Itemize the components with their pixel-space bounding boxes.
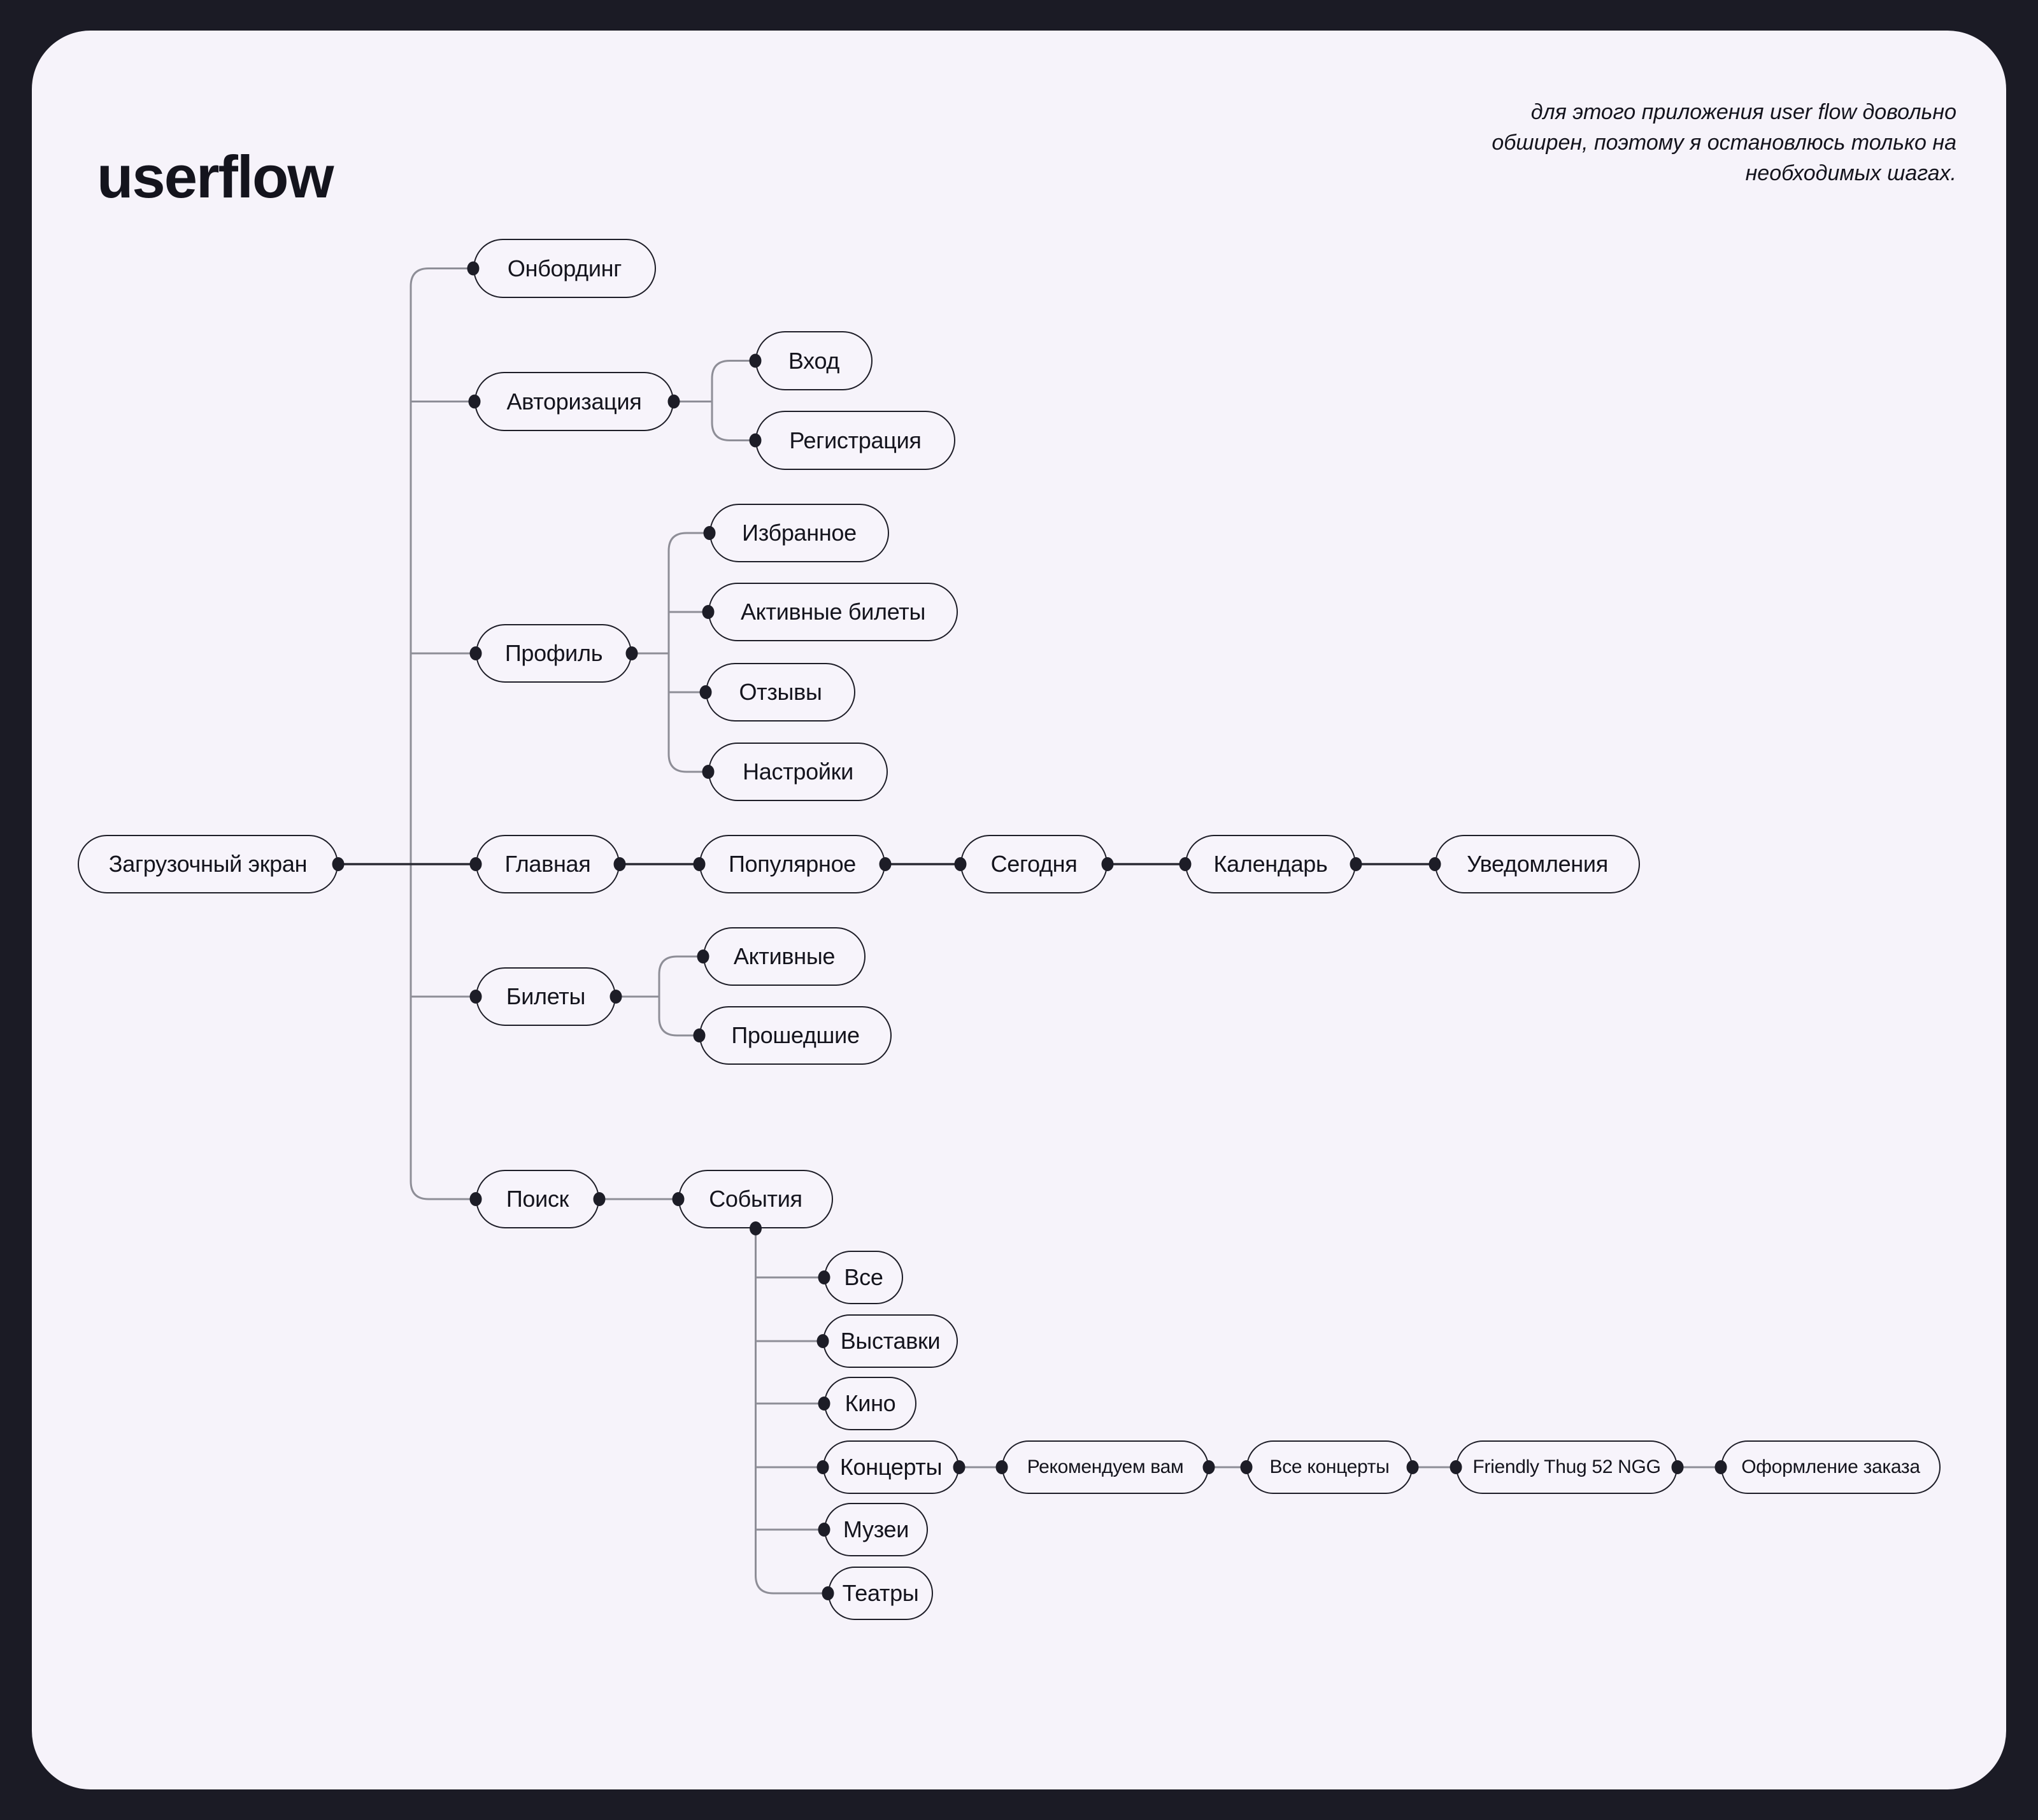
- flow-node-settings: Настройки: [708, 743, 888, 801]
- flow-node-all_concerts: Все концерты: [1246, 1440, 1413, 1494]
- note-line: обширен, поэтому я остановлюсь только на: [1492, 131, 1956, 155]
- canvas-panel: [32, 31, 2006, 1789]
- flow-node-recommended: Рекомендуем вам: [1002, 1440, 1209, 1494]
- flow-node-register: Регистрация: [755, 411, 955, 470]
- flow-node-auth: Авторизация: [474, 372, 674, 431]
- flow-node-checkout: Оформление заказа: [1721, 1440, 1941, 1494]
- flow-node-tickets: Билеты: [476, 967, 616, 1026]
- flow-node-calendar: Календарь: [1185, 835, 1356, 893]
- flow-node-all: Все: [824, 1251, 903, 1304]
- flow-edge: [667, 532, 709, 773]
- flow-node-onboarding: Онбординг: [473, 239, 656, 298]
- flow-node-splash: Загрузочный экран: [78, 835, 338, 893]
- flow-node-notifications: Уведомления: [1435, 835, 1640, 893]
- author-note: для этого приложения user flow довольно …: [1492, 97, 1956, 188]
- flow-node-favorites: Избранное: [709, 504, 889, 562]
- flow-node-concerts: Концерты: [823, 1440, 959, 1494]
- flow-node-theaters: Театры: [828, 1567, 933, 1620]
- page-title: userflow: [97, 143, 334, 210]
- flow-edge: [711, 360, 755, 441]
- flow-node-cinema: Кино: [824, 1377, 916, 1430]
- flow-node-today: Сегодня: [960, 835, 1108, 893]
- flow-edge: [410, 267, 476, 1200]
- flow-node-active: Активные: [703, 927, 866, 986]
- flow-node-past: Прошедшие: [699, 1006, 892, 1065]
- flow-edge: [658, 955, 703, 1037]
- note-line: для этого приложения user flow довольно: [1530, 100, 1956, 124]
- flow-node-reviews: Отзывы: [706, 663, 855, 722]
- flow-node-profile: Профиль: [476, 624, 632, 683]
- flow-node-artist: Friendly Thug 52 NGG: [1456, 1440, 1678, 1494]
- flow-node-museums: Музеи: [824, 1503, 928, 1556]
- flow-node-active_tickets: Активные билеты: [708, 583, 958, 641]
- flow-node-search: Поиск: [476, 1170, 599, 1228]
- flow-node-popular: Популярное: [699, 835, 885, 893]
- flow-node-events: События: [678, 1170, 833, 1228]
- flow-node-exhibitions: Выставки: [823, 1314, 958, 1368]
- note-line: необходимых шагах.: [1745, 161, 1956, 185]
- flow-node-login: Вход: [755, 331, 873, 390]
- flow-node-home: Главная: [476, 835, 620, 893]
- flow-edge: [755, 1228, 828, 1595]
